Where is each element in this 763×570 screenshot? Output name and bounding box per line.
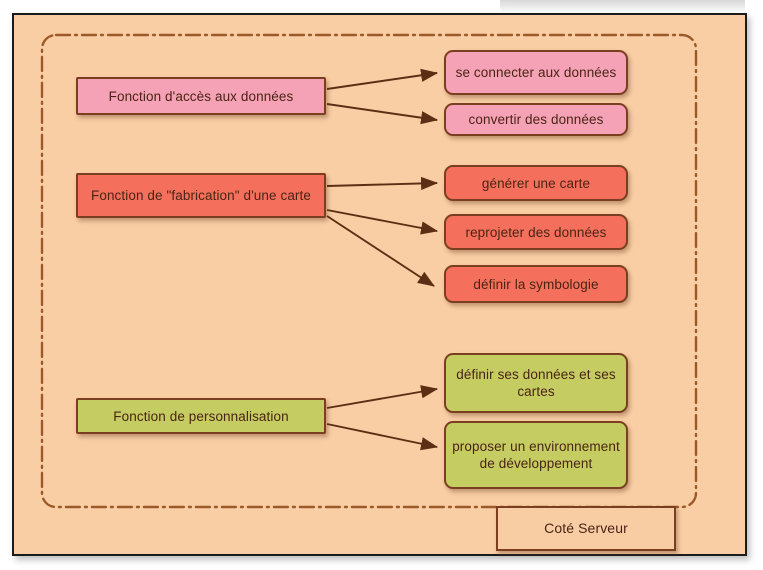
node-target-definir-la-symbologie[interactable]: définir la symbologie xyxy=(444,265,628,303)
node-source-fabrication-carte[interactable]: Fonction de "fabrication" d'une carte xyxy=(76,173,326,218)
caption-label: Coté Serveur xyxy=(544,520,628,536)
node-target-proposer-environnement-developpement[interactable]: proposer un environnement de développeme… xyxy=(444,421,628,489)
top-shadow-artifact xyxy=(500,0,745,11)
node-label: reprojeter des données xyxy=(465,224,607,240)
node-label: définir la symbologie xyxy=(473,276,599,292)
node-target-generer-une-carte[interactable]: générer une carte xyxy=(444,165,628,201)
node-label: Fonction de personnalisation xyxy=(113,408,289,424)
node-label: se connecter aux données xyxy=(455,65,617,80)
node-target-reprojeter-des-donnees[interactable]: reprojeter des données xyxy=(444,214,628,250)
node-label: générer une carte xyxy=(481,175,591,191)
node-label: définir ses données et ses cartes xyxy=(456,367,616,399)
node-label: proposer un environnement de développeme… xyxy=(452,439,620,471)
caption-cote-serveur[interactable]: Coté Serveur xyxy=(496,506,676,551)
node-target-definir-ses-donnees-et-ses-cartes[interactable]: définir ses données et ses cartes xyxy=(444,353,628,413)
node-label: Fonction de "fabrication" d'une carte xyxy=(91,188,311,203)
node-label: convertir des données xyxy=(468,112,604,127)
node-target-se-connecter-aux-donnees[interactable]: se connecter aux données xyxy=(444,50,628,95)
node-source-acces-donnees[interactable]: Fonction d'accès aux données xyxy=(76,77,326,115)
node-target-convertir-des-donnees[interactable]: convertir des données xyxy=(444,103,628,136)
node-source-personnalisation[interactable]: Fonction de personnalisation xyxy=(76,398,326,434)
node-label: Fonction d'accès aux données xyxy=(108,88,294,104)
